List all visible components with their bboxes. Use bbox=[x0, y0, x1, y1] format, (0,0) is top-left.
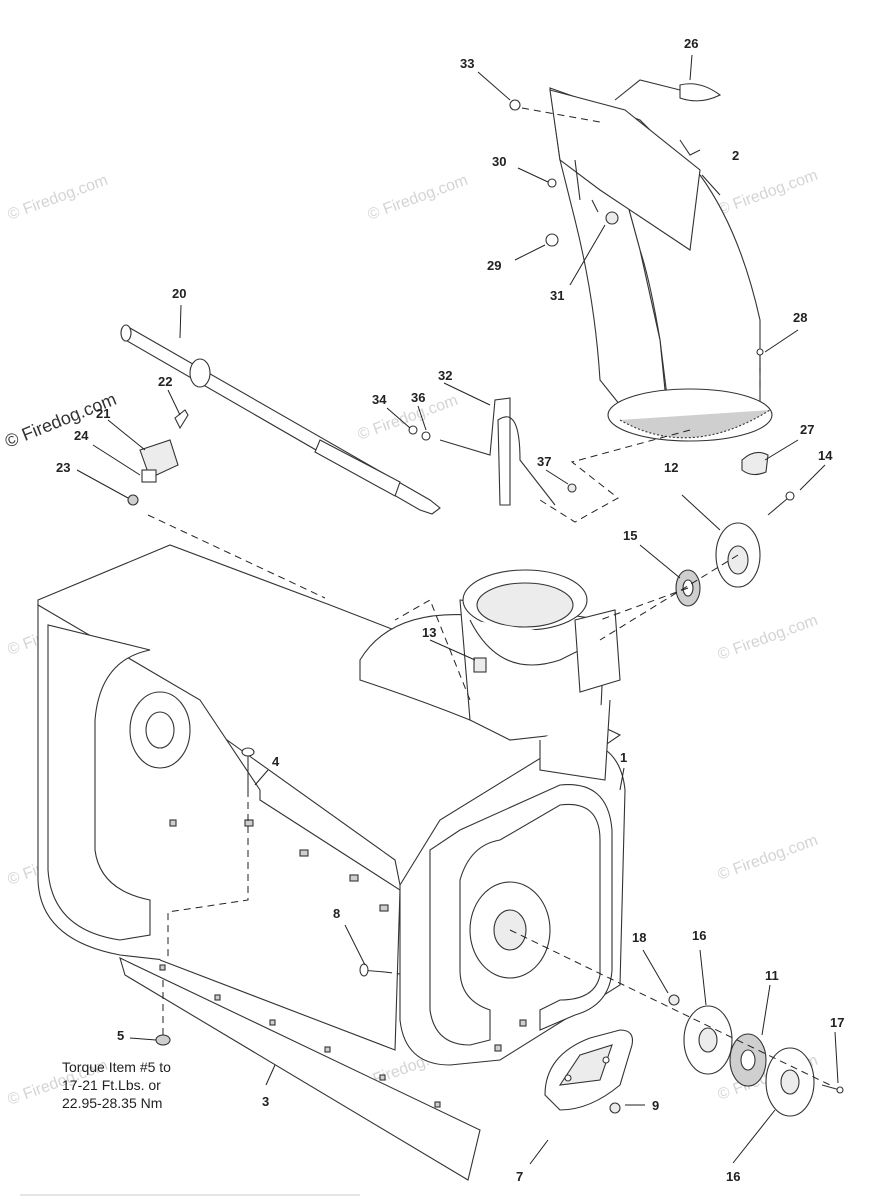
callout-24: 24 bbox=[74, 428, 89, 443]
callout-16-upper: 16 bbox=[692, 928, 706, 943]
part-20-shaft bbox=[120, 324, 441, 515]
callout-12: 12 bbox=[664, 460, 678, 475]
callout-17: 17 bbox=[830, 1015, 844, 1030]
callout-29: 29 bbox=[487, 258, 501, 273]
callout-5: 5 bbox=[117, 1028, 124, 1043]
callout-33: 33 bbox=[460, 56, 474, 71]
part-32-rod bbox=[408, 397, 577, 506]
chute-fasteners bbox=[509, 99, 619, 247]
watermark: © Firedog.com bbox=[6, 172, 111, 224]
part-3-scraper bbox=[119, 956, 481, 1181]
torque-note-line-3: 22.95-28.35 Nm bbox=[62, 1095, 162, 1111]
leader-lines bbox=[76, 54, 839, 1165]
callout-11: 11 bbox=[765, 968, 779, 983]
auger-housing bbox=[37, 544, 626, 1066]
watermark: © Firedog.com bbox=[716, 832, 821, 884]
callout-8: 8 bbox=[333, 906, 340, 921]
assembly-lines bbox=[147, 107, 831, 1086]
callout-3: 3 bbox=[262, 1094, 269, 1109]
part-5-nut bbox=[155, 1034, 171, 1046]
callout-20: 20 bbox=[172, 286, 186, 301]
discharge-chute bbox=[549, 79, 773, 442]
callout-34: 34 bbox=[372, 392, 387, 407]
callout-23: 23 bbox=[56, 460, 70, 475]
callout-16-lower: 16 bbox=[726, 1169, 740, 1184]
right-bearing-stack bbox=[668, 994, 844, 1117]
watermark: © Firedog.com bbox=[716, 612, 821, 664]
callout-37: 37 bbox=[537, 454, 551, 469]
impeller-housing bbox=[359, 569, 621, 781]
callout-30: 30 bbox=[492, 154, 506, 169]
callout-13: 13 bbox=[422, 625, 436, 640]
callout-4: 4 bbox=[272, 754, 280, 769]
part-13-clip bbox=[473, 657, 487, 673]
callout-9: 9 bbox=[652, 1098, 659, 1113]
callout-2: 2 bbox=[732, 148, 739, 163]
callout-26: 26 bbox=[684, 36, 698, 51]
bolts-upper bbox=[756, 348, 795, 516]
callout-22: 22 bbox=[158, 374, 172, 389]
part-7-skid bbox=[544, 1029, 634, 1111]
callout-36: 36 bbox=[411, 390, 425, 405]
part-27 bbox=[741, 451, 769, 476]
torque-note: Torque Item #5 to 17-21 Ft.Lbs. or 22.95… bbox=[62, 1059, 171, 1111]
watermark: © Firedog.com bbox=[366, 172, 471, 224]
callouts: 1 2 3 4 5 7 8 9 11 12 13 14 15 16 16 17 … bbox=[56, 36, 844, 1184]
callout-14: 14 bbox=[818, 448, 833, 463]
callout-21: 21 bbox=[96, 406, 110, 421]
callout-15: 15 bbox=[623, 528, 637, 543]
callout-1: 1 bbox=[620, 750, 627, 765]
callout-31: 31 bbox=[550, 288, 564, 303]
part-4-bolt bbox=[241, 747, 255, 790]
callout-27: 27 bbox=[800, 422, 814, 437]
callout-28: 28 bbox=[793, 310, 807, 325]
parts-21-24 bbox=[127, 409, 189, 506]
callout-32: 32 bbox=[438, 368, 452, 383]
part-9-nut bbox=[609, 1102, 621, 1114]
torque-note-line-1: Torque Item #5 to bbox=[62, 1059, 171, 1075]
watermark: © Firedog.com bbox=[716, 167, 821, 219]
callout-18: 18 bbox=[632, 930, 646, 945]
torque-note-line-2: 17-21 Ft.Lbs. or bbox=[62, 1077, 161, 1093]
callout-7: 7 bbox=[516, 1169, 523, 1184]
